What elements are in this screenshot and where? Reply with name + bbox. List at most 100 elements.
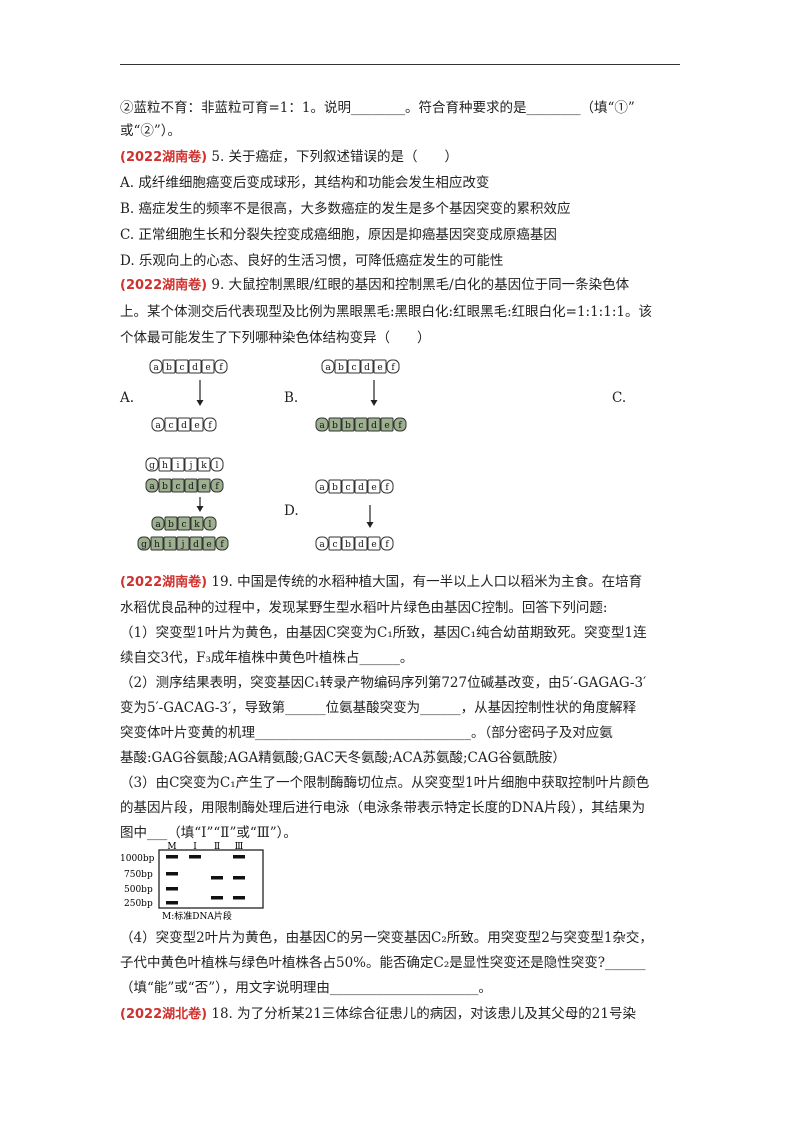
chromosome-segment [184,457,198,472]
chromosome-segment [341,479,355,494]
chromosome-segment [145,478,159,493]
chromosome-segment [367,417,381,432]
segment-letter: e [205,363,210,373]
text-line: 续自交3代，F₃成年植株中黄色叶植株占______。 [120,650,414,666]
question-18: (2022湖北卷) 18. 为了分析某21三体综合征患儿的病因，对该患儿及其父母… [120,1004,636,1025]
chromosome-segment [386,359,400,374]
option-label-a: A. [120,390,135,406]
text-line: （2）测序结果表明，突变基因C₁转录产物编码序列第727位碱基改变，由5′-GA… [120,675,647,691]
segment-letter: d [364,363,370,373]
option-label-c: C. [612,390,627,406]
segment-letter: e [206,540,211,550]
chromosome-segment [188,359,202,374]
segment-letter: b [168,520,174,530]
segment-letter: d [193,540,199,550]
text-line: 水稻优良品种的过程中，发现某野生型水稻叶片绿色由基因C控制。回答下列问题: [120,600,608,616]
segment-letter: l [216,461,219,471]
text-line: 突变体叶片变黄的机理______________________________… [120,725,613,741]
question-text: 19. 中国是传统的水稻种植大国，有一半以上人口以稻米为主食。在培育 [207,574,643,590]
marker-label: 500bp [124,885,153,895]
chromosome-segment [150,536,164,551]
text-line: ②蓝粒不育：非蓝粒可育=1：1。说明________。符合育种要求的是_____… [120,100,635,116]
lane-label: Ⅱ [214,842,220,852]
chromosome-segment [201,359,215,374]
segment-letter: c [351,363,356,373]
chromosome-segment [360,359,374,374]
segment-letter: a [155,520,161,530]
chromosome-segment [189,536,203,551]
gel-band [166,887,178,891]
chromosome-segment [164,516,178,531]
segment-letter: d [181,421,187,431]
segment-letter: k [194,520,200,530]
source-tag: (2022湖北卷) [120,1007,208,1022]
chromosome-segment [341,536,355,551]
segment-letter: c [179,363,184,373]
chromosome-segment [328,479,342,494]
segment-letter: f [219,363,223,373]
segment-letter: a [319,540,325,550]
segment-letter: c [358,421,363,431]
segment-letter: d [192,363,198,373]
segment-letter: b [345,421,351,431]
segment-letter: l [209,520,212,530]
segment-letter: d [371,421,377,431]
segment-letter: e [377,363,382,373]
text-line: （4）突变型2叶片为黄色，由基因C的另一突变基因C₂所致。用突变型2与突变型1杂… [120,930,653,946]
option-label-d: D. [284,503,299,519]
lane-label: Ⅲ [235,842,244,852]
chromosome-segment [367,479,381,494]
segment-letter: a [153,363,159,373]
text-line: 图中___（填“I”“Ⅱ”或“Ⅲ”）。 [120,825,297,841]
option-d: D. 乐观向上的心态、良好的生活习惯，可降低癌症发生的可能性 [120,253,504,269]
chromosome-segment [315,479,329,494]
gel-band [233,876,245,880]
segment-letter: e [201,482,206,492]
arrow-head-icon [196,506,204,512]
gel-band [233,855,245,859]
segment-letter: f [215,482,219,492]
segment-letter: f [385,540,389,550]
chromosome-segment [202,536,216,551]
chromosome-segment [215,536,229,551]
segment-letter: d [358,540,364,550]
arrow-head-icon [370,400,378,406]
chromosome-segment [137,536,151,551]
chromosome-segment [184,478,198,493]
segment-letter: j [189,461,193,471]
text-line: 上。某个体测交后代表现型及比例为黑眼黑毛:黑眼白化:红眼黑毛:红眼白化=1:1:… [120,304,652,320]
arrow-head-icon [196,400,204,406]
segment-letter: e [371,540,376,550]
chromosome-segment [177,516,191,531]
segment-letter: b [332,421,338,431]
segment-letter: d [188,482,194,492]
chromosome-segment [354,417,368,432]
segment-letter: d [358,483,364,493]
segment-letter: i [177,461,180,471]
chromosome-segment [163,536,177,551]
chromosome-segment [149,359,163,374]
chromosome-segment [158,478,172,493]
gel-band [211,876,223,880]
question-19: (2022湖南卷) 19. 中国是传统的水稻种植大国，有一半以上人口以稻米为主食… [120,572,642,593]
gel-band [166,855,178,859]
text-line: 子代中黄色叶植株与绿色叶植株各占50%。能否确定C₂是显性突变还是隐性突变?__… [120,955,646,971]
chromosome-segment [347,359,361,374]
chromosome-segment [164,417,178,432]
arrow-head-icon [366,522,374,528]
source-tag: (2022湖南卷) [120,150,208,165]
chromosome-segment [321,359,335,374]
segment-letter: f [385,483,389,493]
gel-band [166,901,178,905]
segment-letter: h [162,461,168,471]
question-text: 5. 关于癌症，下列叙述错误的是（ ） [207,149,459,165]
gel-band [211,896,223,900]
chromosome-segment [197,478,211,493]
chromosome-segment [315,417,329,432]
segment-letter: e [371,483,376,493]
